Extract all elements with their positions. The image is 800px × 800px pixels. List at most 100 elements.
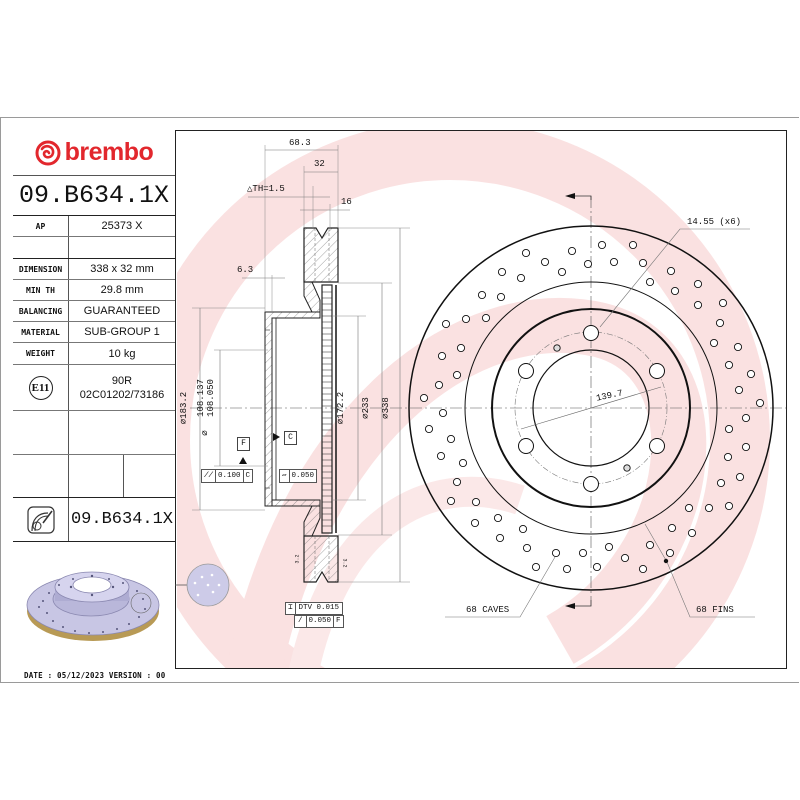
drilled-hole-circle bbox=[470, 518, 480, 528]
spec-key: MIN TH bbox=[13, 280, 69, 300]
drilled-hole-circle bbox=[578, 548, 588, 558]
drilled-hole-circle bbox=[684, 503, 694, 513]
drilled-hole-circle bbox=[733, 342, 743, 352]
drilled-hole-circle bbox=[551, 548, 561, 558]
fins-pattern bbox=[322, 291, 332, 527]
drilled-hole-circle bbox=[735, 472, 745, 482]
dtv-symbol: ⌶ bbox=[286, 603, 296, 614]
parallelism-ref: C bbox=[245, 472, 251, 480]
drilled-hole-circle bbox=[724, 360, 734, 370]
approval-row: E11 90R 02C01202/73186 bbox=[13, 365, 175, 411]
brembo-logo-icon bbox=[35, 140, 61, 165]
drilled-hole-circle bbox=[496, 292, 506, 302]
fins-label: 68 FINS bbox=[696, 605, 734, 615]
drilled-hole-circle bbox=[746, 369, 756, 379]
drilled-hole-circle bbox=[704, 503, 714, 513]
bolt-hole-circle bbox=[518, 363, 534, 379]
spec-value: GUARANTEED bbox=[83, 305, 161, 317]
spec-row-balancing: BALANCING GUARANTEED bbox=[13, 301, 175, 322]
spec-key: BALANCING bbox=[13, 301, 69, 321]
caves-label: 68 CAVES bbox=[466, 605, 510, 615]
blank-row-1 bbox=[13, 411, 175, 455]
drilled-hole-circle bbox=[419, 393, 429, 403]
title-block: brembo 09.B634.1X AP 25373 X DIMENSION 3… bbox=[13, 130, 176, 669]
bolt-hole-circle bbox=[649, 363, 665, 379]
spec-key: MATERIAL bbox=[13, 322, 69, 342]
parallelism-symbol: // bbox=[202, 470, 217, 482]
drilled-hole-circle bbox=[755, 398, 765, 408]
locating-holes bbox=[553, 344, 631, 472]
drilled-hole-circle bbox=[437, 351, 447, 361]
datum-c: C bbox=[284, 431, 297, 445]
drilled-hole-circle bbox=[495, 533, 505, 543]
part-number-row: 09.B634.1X bbox=[13, 498, 175, 542]
drilled-hole-circle bbox=[645, 277, 655, 287]
drilled-hole-circle bbox=[609, 257, 619, 267]
drilled-hole-circle bbox=[438, 408, 448, 418]
drilled-hole-circle bbox=[592, 562, 602, 572]
dtv-tolerance-frame: ⌶ DTV 0.015 bbox=[285, 602, 344, 615]
spec-value: 29.8 mm bbox=[100, 284, 144, 296]
parallelism-value: 0.100 bbox=[216, 470, 244, 482]
disc-3d-render bbox=[13, 543, 175, 667]
spec-value: 338 x 32 mm bbox=[90, 263, 154, 275]
drilled-holes bbox=[419, 240, 765, 574]
drilled-hole-circle bbox=[734, 385, 744, 395]
drilled-hole-circle bbox=[493, 513, 503, 523]
drilled-hole-circle bbox=[638, 258, 648, 268]
datum-c-triangle bbox=[273, 433, 280, 441]
drilled-hole-circle bbox=[638, 564, 648, 574]
spec-row-material: MATERIAL SUB-GROUP 1 bbox=[13, 322, 175, 343]
detail-magnifier bbox=[175, 563, 230, 607]
spec-key: DIMENSION bbox=[13, 259, 69, 279]
drilled-hole-circle bbox=[436, 451, 446, 461]
brake-disc-render-icon bbox=[26, 571, 160, 641]
drilled-hole-circle bbox=[724, 424, 734, 434]
spec-row-min-th: MIN TH 29.8 mm bbox=[13, 280, 175, 301]
bolt-hole-circle bbox=[583, 476, 599, 492]
spec-row-empty bbox=[13, 237, 175, 259]
drawing-sheet bbox=[0, 117, 799, 683]
small-hole-circle bbox=[623, 464, 631, 472]
runout-symbol: / bbox=[295, 616, 307, 627]
drilled-hole-circle bbox=[709, 338, 719, 348]
dtv-value: DTV 0.015 bbox=[298, 604, 340, 612]
spec-key: WEIGHT bbox=[13, 343, 69, 364]
drilled-hole-circle bbox=[693, 300, 703, 310]
spec-row-dimension: DIMENSION 338 x 32 mm bbox=[13, 259, 175, 280]
part-number: 09.B634.1X bbox=[70, 510, 174, 529]
drilled-hole-circle bbox=[620, 553, 630, 563]
drilled-hole-circle bbox=[562, 564, 572, 574]
drilled-hole-circle bbox=[441, 319, 451, 329]
brand-name: brembo bbox=[64, 138, 154, 166]
approval-number: 02C01202/73186 bbox=[79, 388, 165, 401]
drilled-hole-circle bbox=[458, 458, 468, 468]
bolt-holes bbox=[518, 325, 665, 492]
front-view bbox=[408, 193, 774, 618]
disc-caliper-icon bbox=[26, 505, 55, 534]
runout-tolerance-frame: / 0.050 F bbox=[294, 615, 344, 628]
spec-row-weight: WEIGHT 10 kg bbox=[13, 343, 175, 365]
drilled-hole-circle bbox=[724, 501, 734, 511]
drilled-hole-circle bbox=[741, 413, 751, 423]
drilled-hole-circle bbox=[583, 259, 593, 269]
bolt-hole-circle bbox=[583, 325, 599, 341]
datum-f-triangle bbox=[239, 457, 247, 464]
spec-key: AP bbox=[13, 216, 69, 236]
drilled-hole-circle bbox=[446, 434, 456, 444]
flatness-symbol: ▱ bbox=[280, 470, 290, 482]
bolt-hole-circle bbox=[518, 438, 534, 454]
drilled-hole-circle bbox=[723, 452, 733, 462]
section-view bbox=[190, 145, 790, 583]
date-version: DATE : 05/12/2023 VERSION : 00 bbox=[24, 671, 166, 680]
dim-hat-offset: 6.3 bbox=[237, 265, 254, 275]
drilled-hole-circle bbox=[516, 273, 526, 283]
drilled-hole-circle bbox=[477, 290, 487, 300]
drilled-hole-circle bbox=[670, 286, 680, 296]
drilled-hole-circle bbox=[604, 542, 614, 552]
drilled-hole-circle bbox=[481, 313, 491, 323]
spec-value: SUB-GROUP 1 bbox=[84, 326, 160, 338]
drilled-hole-circle bbox=[522, 543, 532, 553]
dim-overall-width: 68.3 bbox=[289, 138, 311, 148]
